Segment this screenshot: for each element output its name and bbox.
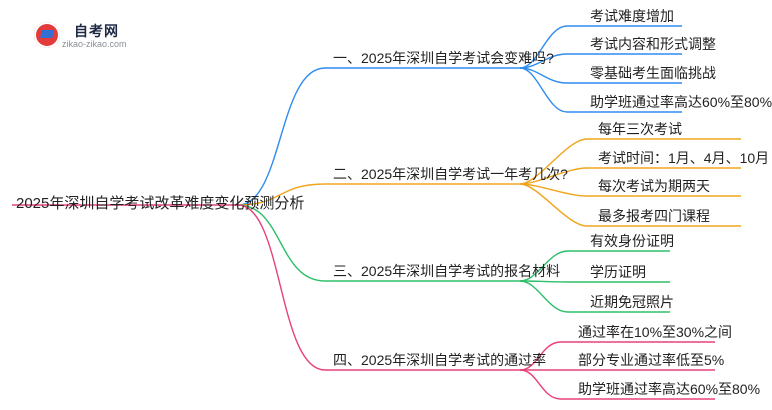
branch-label-3: 三、2025年深圳自学考试的报名材料 (333, 263, 561, 279)
link-branch-1-child-4 (519, 67, 568, 113)
child-label-2-1: 每年三次考试 (598, 121, 682, 137)
branch-label-1: 一、2025年深圳自学考试会变难吗? (333, 50, 554, 66)
child-label-3-1: 有效身份证明 (590, 233, 674, 249)
child-label-4-1: 通过率在10%至30%之间 (578, 324, 733, 340)
link-branch-1-child-1 (519, 25, 568, 69)
link-branch-3-child-2 (519, 280, 569, 283)
link-root-branch-4 (237, 204, 326, 371)
child-label-3-3: 近期免冠照片 (590, 294, 674, 310)
logo-site: zikao-zikao.com (62, 39, 127, 49)
child-label-2-2: 考试时间：1月、4月、10月 (598, 150, 770, 166)
link-root-branch-1 (237, 67, 326, 206)
child-label-4-3: 助学班通过率高达60%至80% (578, 381, 761, 397)
root-node: 2025年深圳自学考试改革难度变化预测分析 (16, 195, 305, 212)
child-label-1-2: 考试内容和形式调整 (590, 36, 716, 52)
child-label-1-3: 零基础考生面临挑战 (590, 65, 716, 81)
site-logo: 自考网 zikao-zikao.com (34, 20, 154, 54)
link-branch-4-child-1 (519, 341, 562, 371)
link-branch-2-child-2 (519, 167, 588, 185)
branch-label-4: 四、2025年深圳自学考试的通过率 (333, 352, 547, 368)
mindmap-canvas (12, 25, 741, 400)
link-branch-3-child-1 (519, 250, 569, 282)
child-label-2-4: 最多报考四门课程 (598, 208, 710, 224)
child-label-2-3: 每次考试为期两天 (598, 178, 710, 194)
branch-label-2: 二、2025年深圳自学考试一年考几次? (333, 166, 568, 182)
logo-brand: 自考网 (74, 23, 119, 39)
link-branch-4-child-3 (519, 369, 562, 400)
mindmap-links (12, 25, 741, 400)
child-label-4-2: 部分专业通过率低至5% (578, 352, 725, 368)
child-label-1-1: 考试难度增加 (590, 8, 674, 24)
link-root-branch-3 (237, 204, 326, 282)
child-label-3-2: 学历证明 (590, 264, 646, 280)
link-branch-2-child-4 (519, 183, 588, 227)
link-branch-2-child-1 (519, 138, 588, 185)
link-branch-2-child-3 (519, 183, 588, 197)
link-root-branch-2 (237, 183, 326, 206)
link-branch-3-child-3 (519, 280, 569, 313)
logo-mark-icon (34, 22, 60, 48)
child-label-1-4: 助学班通过率高达60%至80% (590, 94, 772, 110)
